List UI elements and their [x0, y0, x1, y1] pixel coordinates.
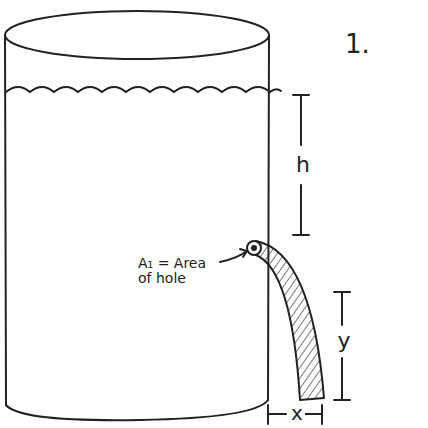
- height-label: y: [335, 329, 352, 353]
- problem-number: 1.: [345, 30, 370, 59]
- distance-label: x: [289, 402, 305, 424]
- hole-area-label: A₁ = Area of hole: [138, 256, 218, 287]
- height-label: h: [294, 153, 312, 177]
